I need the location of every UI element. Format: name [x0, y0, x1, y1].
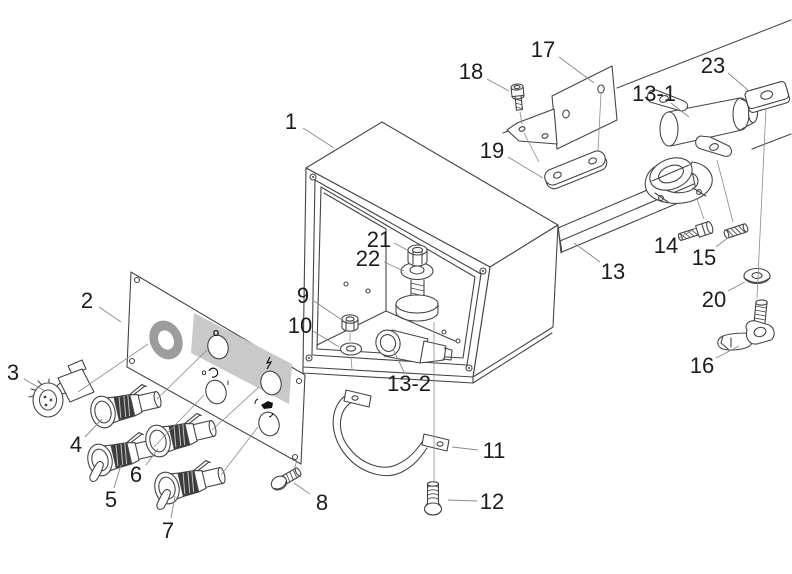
callout-12: 12 [480, 489, 504, 514]
callout-5: 5 [105, 487, 117, 512]
power-symbol-icon: O [202, 371, 207, 377]
callout-8: 8 [316, 490, 328, 515]
callout-23: 23 [701, 53, 725, 78]
lightning-icon [265, 356, 273, 370]
callout-10: 10 [288, 313, 312, 338]
panel-screw [270, 467, 302, 491]
foot-nut [407, 244, 428, 267]
machine-icon-arcs [254, 398, 274, 418]
on-symbol-icon: I [227, 381, 229, 387]
leveling-foot [395, 279, 439, 322]
callout-3: 3 [7, 360, 19, 385]
mounting-bracket [506, 65, 618, 150]
rotary-arrow-icon [208, 367, 219, 378]
power-connector [28, 359, 95, 418]
washer-20 [743, 267, 771, 285]
selector-switch-7 [149, 457, 229, 510]
callout-13-2: 13-2 [387, 371, 431, 396]
assembly-lines [77, 93, 767, 483]
callout-13-1: 13-1 [632, 81, 676, 106]
hex-nut [341, 314, 359, 332]
rod-clamp [644, 89, 759, 204]
nut-plate [744, 80, 791, 113]
callout-18: 18 [459, 59, 483, 84]
callout-19: 19 [480, 138, 504, 163]
link-plate [544, 150, 608, 190]
callout-22: 22 [356, 246, 380, 271]
callout-17: 17 [531, 37, 555, 62]
callout-7: 7 [162, 518, 174, 543]
callout-4: 4 [70, 432, 82, 457]
callout-2: 2 [81, 288, 93, 313]
callout-11: 11 [483, 438, 506, 463]
leader-lines [23, 56, 750, 519]
handle-guard [332, 389, 450, 476]
callout-20: 20 [702, 287, 726, 312]
flat-washer [339, 342, 363, 356]
callout-13: 13 [601, 259, 625, 284]
callout-15: 15 [692, 245, 716, 270]
pushbutton-switch-6 [141, 409, 220, 460]
machine-icon [261, 401, 273, 409]
screw-12 [423, 481, 443, 516]
callout-labels: 1 2 3 4 5 6 7 8 9 10 11 12 13 13-1 13-2 … [7, 37, 726, 543]
power-symbol-icon: O [213, 329, 219, 338]
set-screw [723, 223, 749, 239]
callout-16: 16 [690, 353, 714, 378]
callout-1: 1 [285, 109, 297, 134]
bracket-screw [510, 83, 525, 111]
callout-14: 14 [654, 233, 678, 258]
socket-bolt [677, 221, 714, 241]
rod-bushing [375, 329, 453, 364]
callout-6: 6 [130, 462, 142, 487]
front-panel: O O I [126, 271, 306, 465]
cable-grommet [149, 320, 183, 360]
callout-9: 9 [297, 283, 309, 308]
callout-21: 21 [367, 227, 391, 252]
clamp-lever [717, 299, 775, 351]
